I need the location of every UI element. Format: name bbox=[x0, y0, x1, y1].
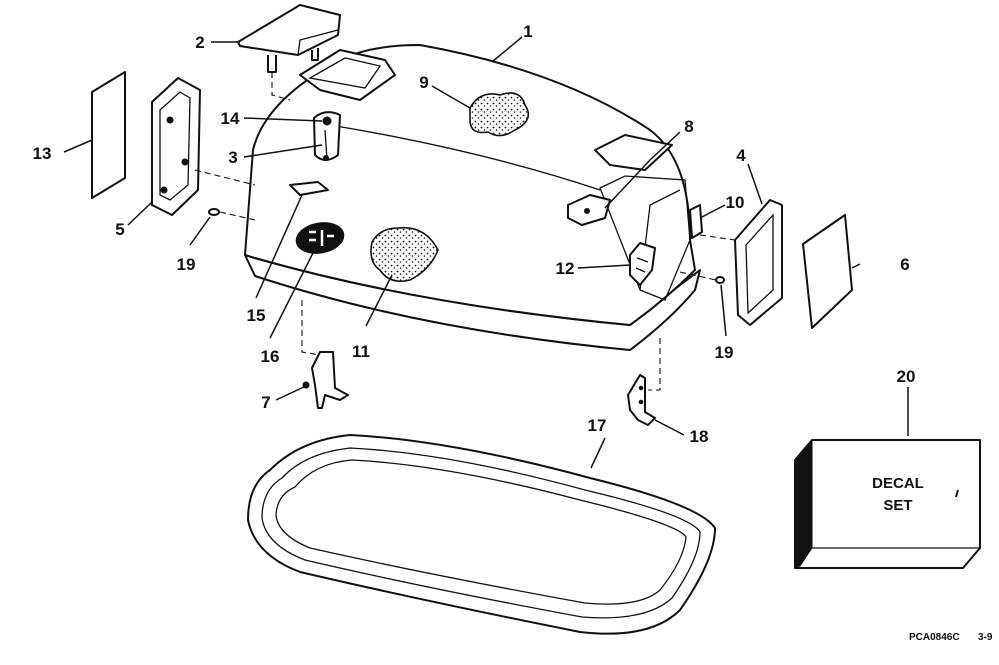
callout-10: 10 bbox=[726, 193, 745, 212]
decal-label-line1: DECAL bbox=[872, 475, 924, 492]
callout-8: 8 bbox=[684, 117, 693, 136]
hinge-10 bbox=[689, 204, 703, 239]
callout-16: 16 bbox=[261, 347, 280, 366]
grommet-12 bbox=[629, 242, 656, 286]
right-frame bbox=[699, 199, 783, 326]
callout-5: 5 bbox=[115, 220, 124, 239]
callout-7: 7 bbox=[261, 393, 270, 412]
foam-pad-11 bbox=[370, 226, 439, 283]
engine-cover bbox=[244, 44, 701, 351]
emblem-decal bbox=[295, 222, 345, 254]
side-panel-13 bbox=[91, 71, 126, 199]
callout-17: 17 bbox=[588, 416, 607, 435]
callout-6: 6 bbox=[900, 255, 909, 274]
frame-bracket bbox=[151, 77, 256, 216]
seal-ring bbox=[247, 434, 716, 635]
callout-19-right: 19 bbox=[715, 343, 734, 362]
callout-1: 1 bbox=[523, 22, 532, 41]
foam-pad-9 bbox=[469, 92, 530, 137]
callout-12: 12 bbox=[556, 259, 575, 278]
drawing-code: PCA0846C bbox=[909, 632, 960, 643]
callout-4: 4 bbox=[736, 146, 746, 165]
latch-stud bbox=[313, 111, 341, 161]
callout-19-left: 19 bbox=[177, 255, 196, 274]
decal-set-box: DECAL SET bbox=[794, 438, 981, 569]
callout-18: 18 bbox=[690, 427, 709, 446]
drawing-date: 3-9 bbox=[978, 632, 993, 643]
screw-left bbox=[208, 208, 256, 221]
leader-lines bbox=[63, 36, 909, 469]
callout-9: 9 bbox=[419, 73, 428, 92]
callout-13: 13 bbox=[33, 144, 52, 163]
decal-label-line2: SET bbox=[883, 497, 912, 514]
latch-bracket-7 bbox=[301, 300, 349, 409]
screw-right bbox=[679, 271, 725, 284]
callout-2: 2 bbox=[195, 33, 204, 52]
callout-15: 15 bbox=[247, 306, 266, 325]
plate-8 bbox=[567, 194, 611, 226]
bracket-18 bbox=[627, 338, 661, 426]
side-panel-6 bbox=[802, 214, 853, 329]
callout-20: 20 bbox=[897, 367, 916, 386]
callout-11: 11 bbox=[352, 342, 370, 361]
callout-3: 3 bbox=[228, 148, 237, 167]
callout-14: 14 bbox=[221, 109, 240, 128]
clip-15 bbox=[289, 181, 329, 196]
top-cap bbox=[237, 4, 341, 101]
callout-numbers: 1 2 3 4 5 6 7 8 9 10 11 12 13 14 15 16 1… bbox=[33, 22, 916, 446]
